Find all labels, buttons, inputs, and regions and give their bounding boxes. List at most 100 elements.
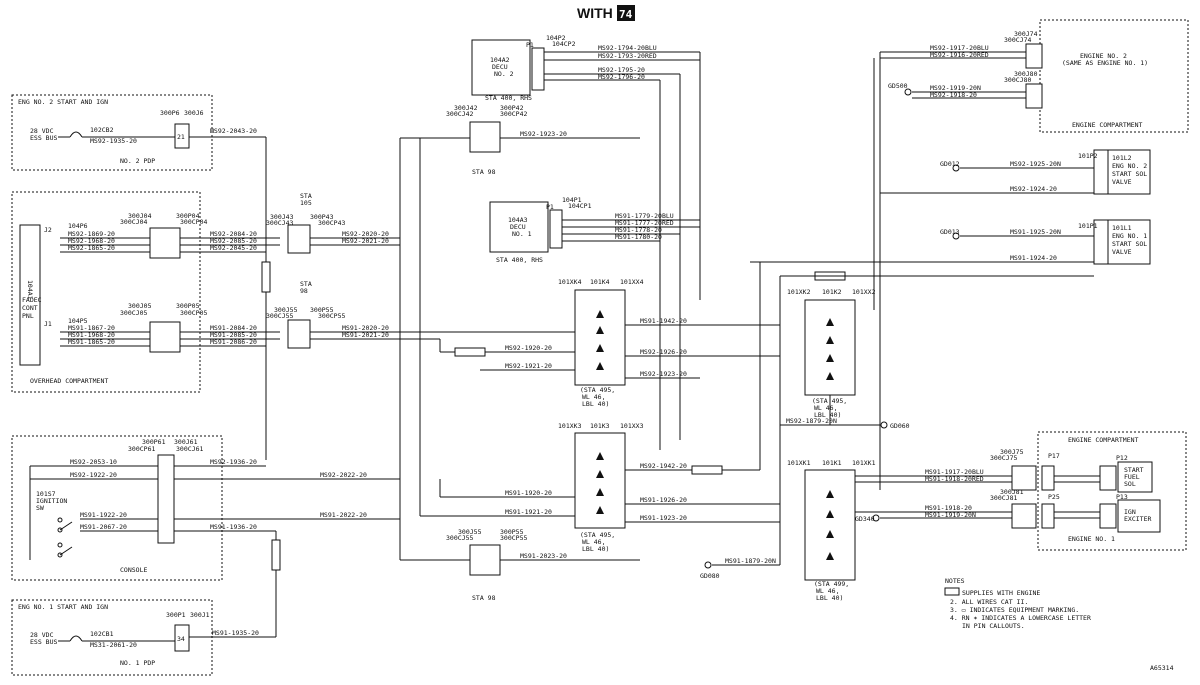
decu2-no: NO. 2 [494, 70, 514, 78]
engine-comp-bottom [1037, 431, 1187, 551]
conn-300j61-label: 300J61 [174, 438, 198, 446]
conn-300cp43-label: 300CP43 [318, 219, 345, 227]
sta98-label: STA 98 [472, 168, 496, 176]
gnd-gd080 [704, 561, 712, 569]
svg-text:MS92-1968-20: MS92-1968-20 [68, 237, 115, 245]
svg-text:MS91-2086-20: MS91-2086-20 [210, 338, 257, 346]
conn-300cj04-label: 300CJ04 [120, 218, 147, 226]
svg-text:MS92-2085-20: MS92-2085-20 [210, 237, 257, 245]
conn-300j04 [149, 227, 181, 259]
svg-text:MS91-2020-20: MS91-2020-20 [342, 324, 389, 332]
relay-k4 [574, 289, 626, 386]
relay-k4-sta3: LBL 40) [582, 400, 609, 408]
wire-1923-top: MS92-1923-20 [520, 130, 567, 138]
relay-k2-conn: 101XX2 [852, 288, 876, 296]
header-badge-bg [617, 5, 635, 21]
diode-eng1 [271, 539, 281, 571]
overhead2-out: MS92-2084-20 MS92-2085-20 MS92-2045-20 [180, 230, 280, 253]
note-3: 3. ▭ INDICATES EQUIPMENT MARKING. [950, 606, 1079, 614]
eng2-start-panel [11, 94, 213, 171]
conn-300cj75-label: 300CJ75 [990, 454, 1017, 462]
sol2-ref: 101L2 [1112, 154, 1132, 162]
decu1-plug [549, 209, 563, 249]
relay-k2-sta3: LBL 40) [814, 411, 841, 419]
conn-300p04-label: 300P04 [176, 212, 200, 220]
svg-text:MS91-2022-20: MS91-2022-20 [320, 511, 367, 519]
engine2-label: ENGINE NO. 2 [1080, 52, 1127, 60]
cb-symbol-1 [69, 635, 83, 642]
fadec-label: 104A1 FADEC [26, 280, 34, 300]
conn-300cp61-label: 300CP61 [128, 445, 155, 453]
sol1-n1: ENG NO. 1 [1112, 232, 1147, 240]
fuel-sol-2: FUEL [1124, 473, 1140, 481]
svg-text:MS92-1926-20: MS92-1926-20 [640, 348, 687, 356]
eng2-src1: 28 VDC [30, 127, 54, 135]
conn-300p61-label: 300P61 [142, 438, 166, 446]
conn-300p61 [157, 454, 175, 544]
svg-text:MS91-2021-20: MS91-2021-20 [342, 331, 389, 339]
sta98-out: MS91-2020-20 MS91-2021-20 [310, 324, 575, 340]
note-4: 4. RN ✶ INDICATES A LOWERCASE LETTER [950, 614, 1091, 622]
svg-text:MS91-1778-20: MS91-1778-20 [615, 226, 662, 234]
relay-k2-sta2: WL 46, [814, 404, 837, 412]
decu1-p: P1 [546, 203, 554, 211]
svg-text:MS92-1916-20RED: MS92-1916-20RED [930, 51, 989, 59]
conn-300j80-label: 300J80 [1014, 70, 1038, 78]
svg-text:MS92-1922-20: MS92-1922-20 [70, 471, 117, 479]
sol2-n3: VALVE [1112, 178, 1132, 186]
fuel-sol-1: START [1124, 466, 1144, 474]
svg-text:MS91-1926-20: MS91-1926-20 [640, 496, 687, 504]
eng2-pin: 21 [177, 133, 185, 141]
svg-text:MS91-1920-20: MS91-1920-20 [505, 489, 552, 497]
eng1-src1: 28 VDC [30, 631, 54, 639]
sta105-out: MS92-2020-20 MS92-2021-20 [310, 230, 400, 246]
sol2-conn: 101P2 [1078, 152, 1098, 160]
header-with: WITH [577, 5, 613, 21]
svg-text:MS92-1794-20BLU: MS92-1794-20BLU [598, 44, 657, 52]
relay-k3-sta1: (STA 495, [580, 531, 615, 539]
sol1-box [1107, 219, 1151, 265]
relay-k4-socket: 101XK4 [558, 278, 582, 286]
note-5: IN PIN CALLOUTS. [962, 622, 1025, 630]
notes-title: NOTES [945, 577, 965, 585]
svg-text:MS92-2045-20: MS92-2045-20 [210, 244, 257, 252]
j2-wires: MS92-1869-20 MS92-1968-20 MS92-1865-20 [60, 230, 150, 253]
svg-text:MS91-2085-20: MS91-2085-20 [210, 331, 257, 339]
cb-symbol-2 [69, 131, 83, 138]
conn-300j43 [287, 224, 311, 254]
gd012-label: GD012 [940, 160, 960, 168]
relay-k2 [804, 299, 856, 396]
sol2-n2: START SOL [1112, 170, 1147, 178]
svg-text:MS92-1942-20: MS92-1942-20 [640, 462, 687, 470]
eng1-conn-a: 300P1 [166, 611, 186, 619]
fadec-cont: CONT [22, 304, 38, 312]
svg-text:MS92-2020-20: MS92-2020-20 [342, 230, 389, 238]
relay-k1-sta1: (STA 499, [814, 580, 849, 588]
eng2-wire-in: MS92-1935-20 [90, 137, 137, 145]
gnd-gd500 [904, 88, 912, 96]
svg-text:MS92-1936-20: MS92-1936-20 [210, 458, 257, 466]
svg-text:MS92-2022-20: MS92-2022-20 [320, 471, 367, 479]
conn-p17 [1041, 465, 1055, 491]
fuel-sol-box [1117, 461, 1153, 493]
p17-label: P17 [1048, 452, 1060, 460]
svg-text:MS92-2084-20: MS92-2084-20 [210, 230, 257, 238]
eng2-conn-b: 300J6 [184, 109, 204, 117]
conn-300p6 [174, 123, 190, 149]
sta98b-a: STA [300, 280, 312, 288]
relay-k1-socket: 101XK1 [787, 459, 811, 467]
decu2-ref: 104A2 [490, 56, 510, 64]
decu2-box [471, 39, 531, 96]
sol1-ref: 101L1 [1112, 224, 1132, 232]
conn-104p5: 104P5 [68, 317, 88, 325]
conn-300cp04-label: 300CP04 [180, 218, 207, 226]
sol1-n3: VALVE [1112, 248, 1132, 256]
svg-text:MS91-1917-20BLU: MS91-1917-20BLU [925, 468, 984, 476]
svg-text:MS91-1918-20RED: MS91-1918-20RED [925, 475, 984, 483]
decu1-name: DECU [510, 223, 526, 231]
decu2-p: P1 [526, 41, 534, 49]
svg-text:MS92-1918-20: MS92-1918-20 [930, 91, 977, 99]
sta105-b: 105 [300, 199, 312, 207]
eng1-src2: ESS BUS [30, 638, 57, 646]
decu1-box [489, 201, 549, 253]
